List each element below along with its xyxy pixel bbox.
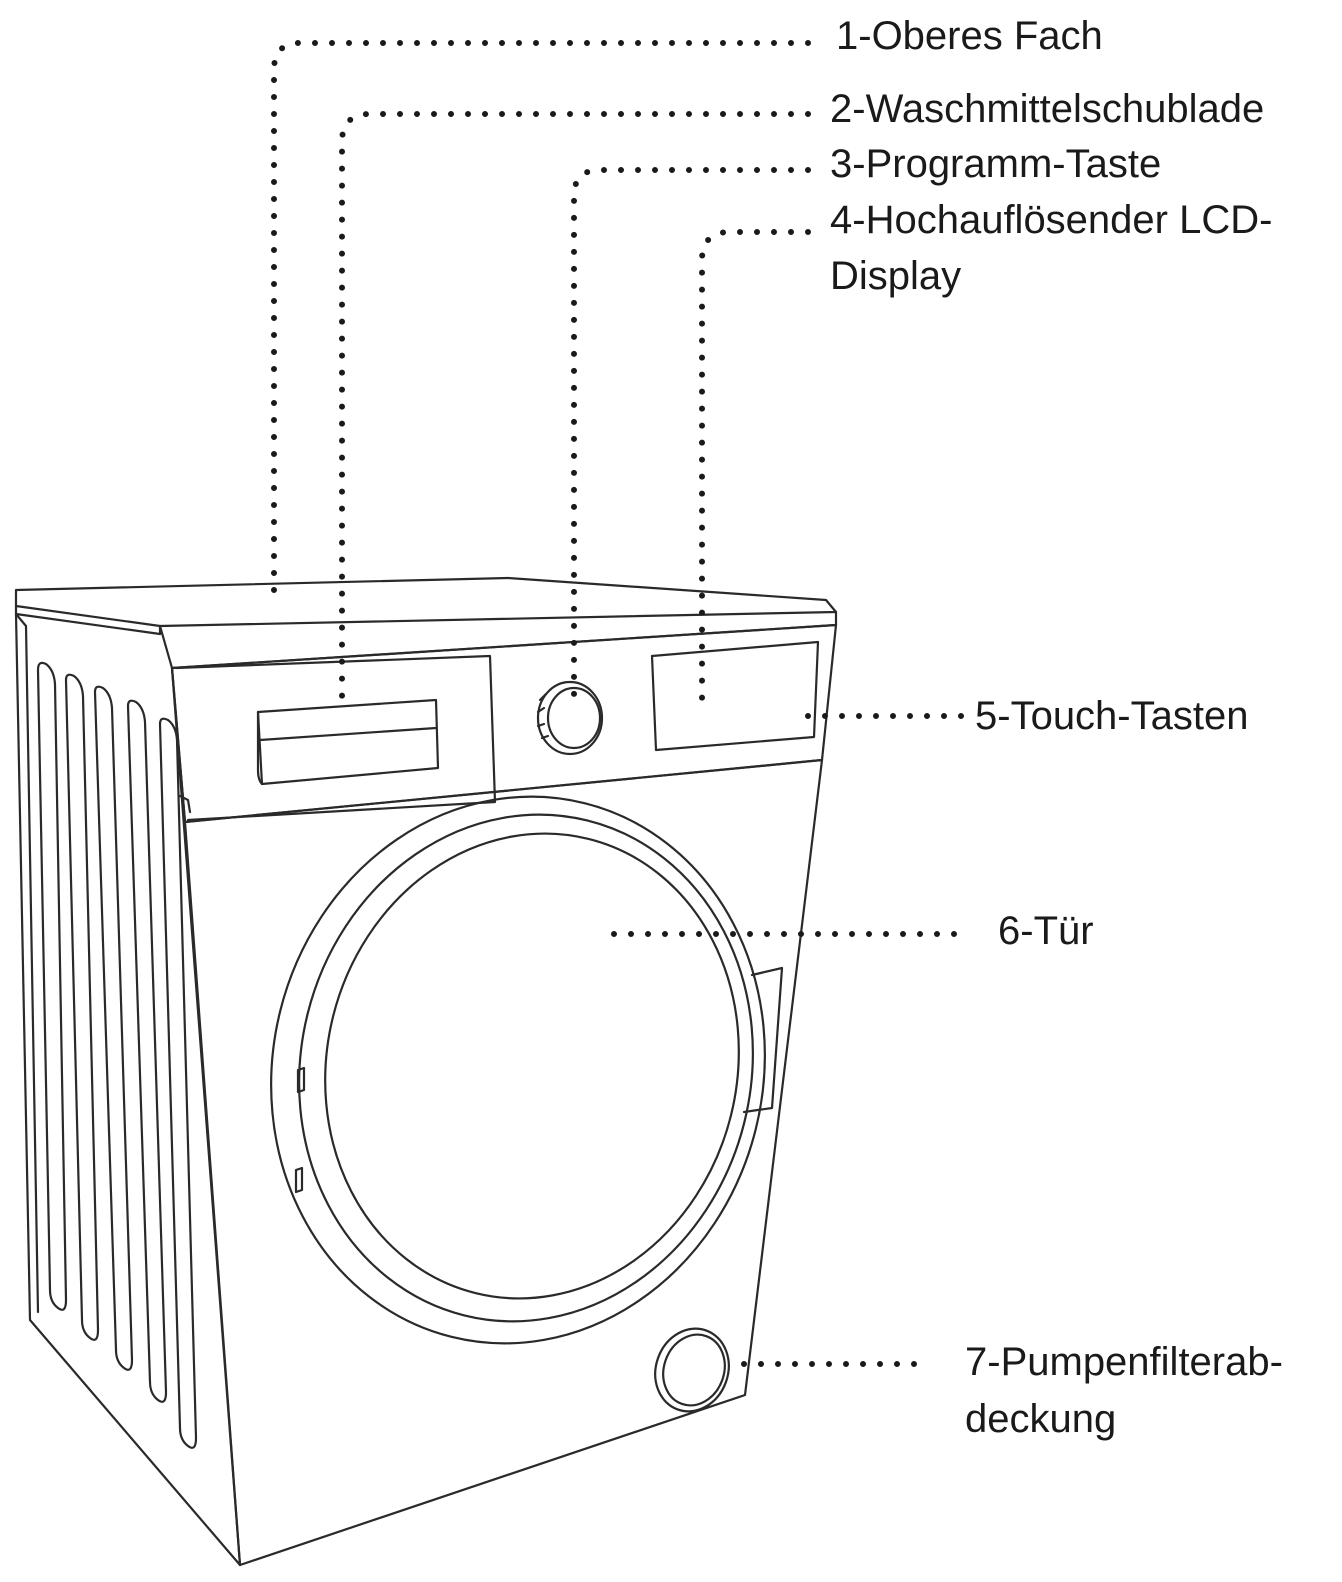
side-panel <box>14 612 242 1567</box>
label-pump-filter-line2: deckung <box>965 1397 1117 1441</box>
label-pump-filter-line1: 7-Pumpenfilterab- <box>965 1340 1283 1384</box>
program-knob <box>536 680 604 756</box>
pump-filter-cover <box>654 1327 730 1413</box>
front-panel <box>178 758 824 1567</box>
detergent-drawer <box>256 698 440 786</box>
leader-line-2 <box>339 111 811 703</box>
label-lcd-display-line1: 4-Hochauflösender LCD- <box>830 198 1273 242</box>
leader-line-1 <box>271 40 811 603</box>
label-top-compartment: 1-Oberes Fach <box>836 14 1103 58</box>
label-door: 6-Tür <box>998 909 1094 953</box>
label-lcd-display-line2: Display <box>830 254 962 298</box>
lcd-display <box>650 640 820 752</box>
label-program-knob: 3-Programm-Taste <box>830 142 1162 186</box>
label-detergent-drawer: 2-Waschmittelschublade <box>830 87 1265 131</box>
label-touch-keys: 5-Touch-Tasten <box>975 694 1249 738</box>
top-panel <box>14 576 838 670</box>
control-panel <box>170 623 838 824</box>
leader-line-3 <box>571 167 811 707</box>
door <box>270 795 784 1345</box>
leader-line-4 <box>699 229 811 713</box>
